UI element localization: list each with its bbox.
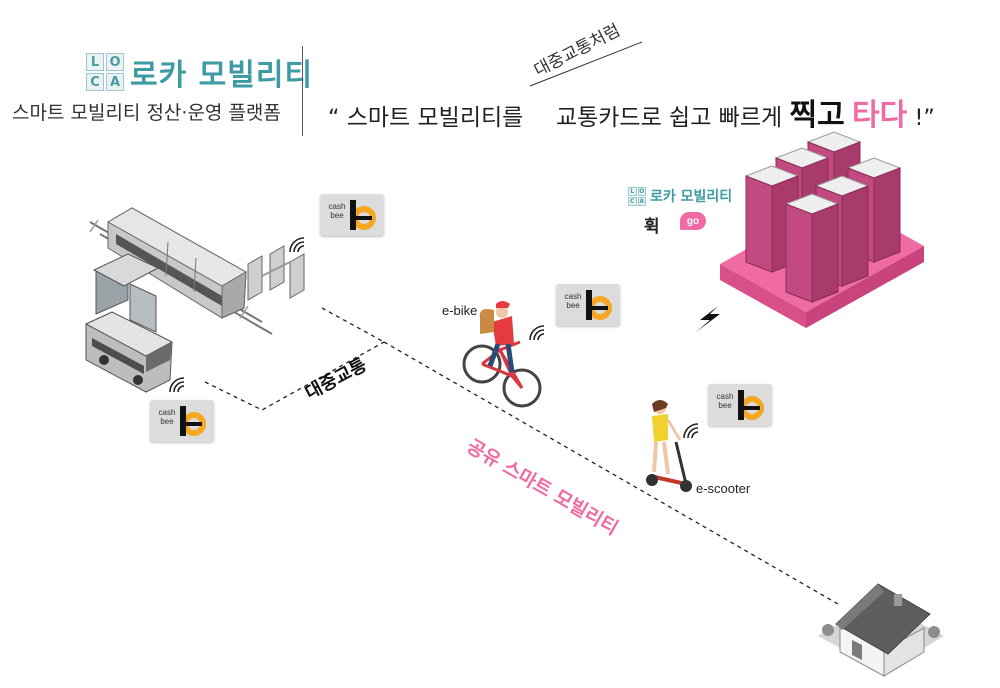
logo-letter: L [628,187,637,196]
cashbee-line2: bee [566,301,580,310]
ticket-gates-illustration [247,245,305,301]
house-illustration [818,583,944,677]
cashbee-line2: bee [160,417,174,426]
cashbee-line2: bee [330,211,344,220]
logo-letter: C [86,73,104,91]
header-divider [302,46,303,136]
server-racks-illustration [744,131,902,303]
loca-logo: L O C A [86,53,124,91]
slogan-strong: 찍고 [789,98,845,133]
slogan: “ 스마트 모빌리티를 교통카드로 쉽고 빠르게 찍고 타다 !” [328,90,935,134]
server-app-name: 휙 [644,217,660,237]
slogan-close: !” [914,106,935,131]
cashbee-logo-icon [350,200,376,230]
slogan-highlight: 타다 [852,98,908,133]
line-train-to-hub [321,307,385,343]
logo-letter: C [628,197,637,206]
ebike-rider-illustration [462,301,542,408]
cashbee-line1: cash [564,292,582,301]
logo-letter: O [106,53,124,71]
cashbee-line1: cash [158,408,176,417]
server-brand: L O C A 로카 모빌리티 [628,186,732,206]
cashbee-logo-icon [738,390,764,420]
cashbee-logo-icon [180,406,206,436]
logo-letter: A [637,197,646,206]
bus-illustration [84,311,174,393]
cashbee-logo-icon [586,290,612,320]
slogan-part2: 교통카드로 쉽고 빠르게 [555,105,783,131]
slogan-open-quote: “ [328,106,340,131]
cashbee-line1: cash [716,392,734,401]
escooter-label: e-scooter [696,481,751,496]
logo-letter: A [106,73,124,91]
logo-letter: L [86,53,104,71]
logo-letter: O [637,187,646,196]
server-brand-name: 로카 모빌리티 [650,189,733,205]
tram-illustration [89,207,273,335]
slogan-part1: 스마트 모빌리티를 [346,105,524,131]
lightning-icon [696,306,720,332]
bus-stop-illustration [92,253,160,333]
cashbee-line1: cash [328,202,346,211]
route-lines [204,307,839,605]
escooter-rider-illustration [646,400,692,492]
cashbee-line2: bee [718,401,732,410]
server-app-badge: go [680,212,706,230]
slogan-caption-line [529,41,643,87]
server-brand-logo: L O C A [628,187,646,206]
ebike-label: e-bike [442,303,478,318]
contactless-signals [169,237,699,439]
line-hub-to-house [383,341,839,605]
brand-name: 로카 모빌리티 [130,58,314,93]
brand-subtitle: 스마트 모빌리티 정산·운영 플랫폼 [12,102,281,124]
